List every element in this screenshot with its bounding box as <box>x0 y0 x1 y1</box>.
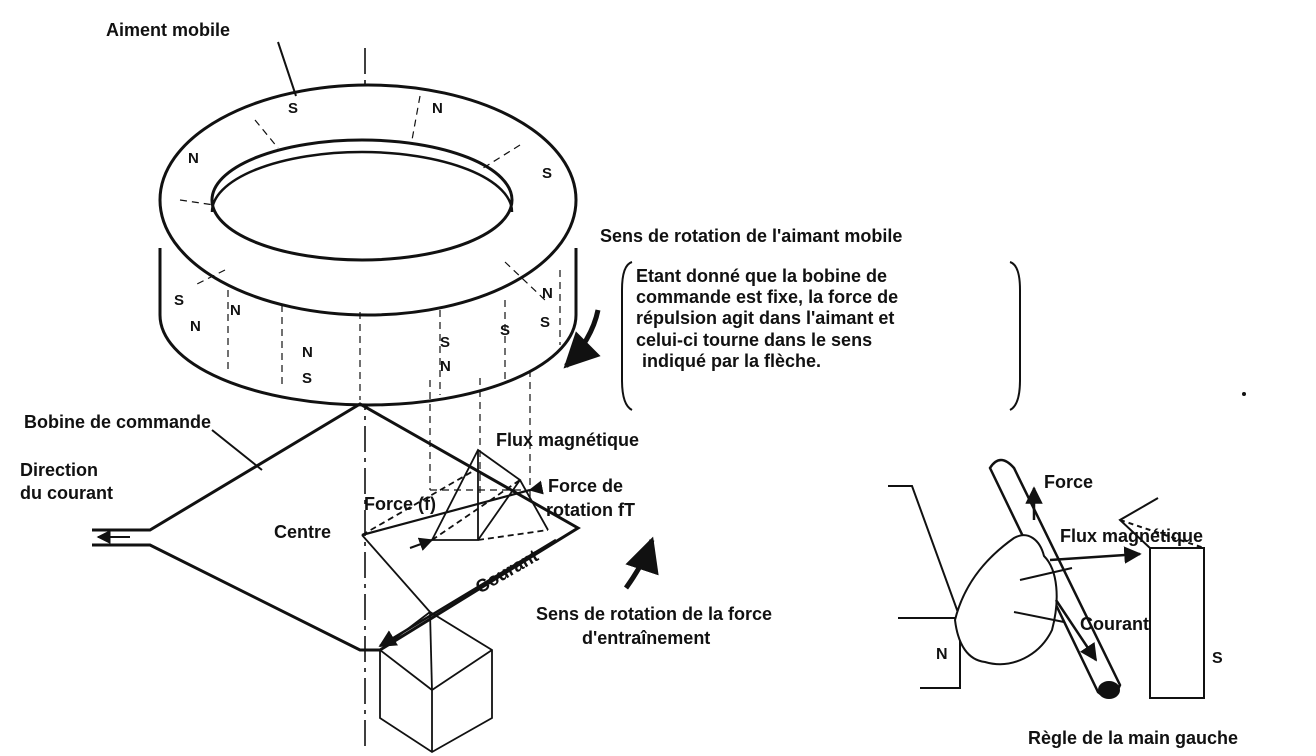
pole-side-8: N <box>440 358 451 375</box>
left-hand-rule <box>888 458 1205 699</box>
pole-top-2: N <box>432 100 443 117</box>
lhr-pole-n: N <box>936 646 948 663</box>
bracket-right <box>1009 261 1021 411</box>
aiment-leader <box>277 41 297 97</box>
label-force-rotation-line2: rotation fT <box>546 500 635 520</box>
pole-top-3: N <box>188 150 199 167</box>
stray-dot <box>1242 392 1246 396</box>
explanation-block: Etant donné que la bobine de commande es… <box>636 266 1006 372</box>
explanation-line-1: Etant donné que la bobine de <box>636 266 888 286</box>
label-sens-rotation-aimant: Sens de rotation de l'aimant mobile <box>600 226 903 246</box>
pole-side-7: S <box>440 334 451 351</box>
label-sens-rotation-force-line2: d'entraînement <box>582 628 711 648</box>
label-force-rotation-line1: Force de <box>548 476 624 496</box>
explanation-line-2: commande est fixe, la force de <box>636 287 899 308</box>
pole-side-9: N <box>230 302 241 319</box>
label-centre: Centre <box>274 522 332 542</box>
label-sens-rotation-force-line1: Sens de rotation de la force <box>536 604 773 624</box>
bracket-left <box>621 261 633 411</box>
control-coil <box>92 402 581 652</box>
lhr-caption: Règle de la main gauche <box>1028 728 1239 748</box>
lhr-label-flux: Flux magnétique <box>1060 526 1204 546</box>
pole-side-1: S <box>174 292 185 309</box>
label-force-f: Force (f) <box>364 494 436 514</box>
pole-side-4: S <box>540 314 551 331</box>
explanation-line-4: celui-ci tourne dans le sens <box>636 329 873 350</box>
force-construction <box>361 448 549 613</box>
label-direction-line1: Direction <box>20 460 99 480</box>
pole-side-2: N <box>190 318 201 335</box>
hand-outline <box>953 534 1058 666</box>
lhr-label-courant: Courant <box>1080 614 1149 634</box>
pole-top-4: S <box>542 165 553 182</box>
magnet-s-outline <box>1149 547 1205 699</box>
explanation-line-3: répulsion agit dans l'aimant et <box>636 308 895 329</box>
drive-rotation-arrow <box>623 536 659 590</box>
lhr-label-force: Force <box>1044 472 1094 492</box>
ring-inner-hole <box>210 138 514 262</box>
pole-side-5: N <box>302 344 313 361</box>
label-flux-magnetique: Flux magnétique <box>496 430 640 450</box>
magnet-n-outline <box>888 485 961 689</box>
pole-side-10: S <box>500 322 511 339</box>
ring-magnet <box>158 83 578 407</box>
label-bobine-de-commande: Bobine de commande <box>24 412 212 432</box>
pole-side-6: S <box>302 370 313 387</box>
label-direction-line2: du courant <box>20 483 113 503</box>
lhr-pole-s: S <box>1212 650 1223 667</box>
ring-inner-wall <box>210 150 514 213</box>
explanation-line-5: indiqué par la flèche. <box>642 350 822 371</box>
bobine-leader <box>211 429 263 471</box>
bottom-cube <box>379 610 493 754</box>
label-aiment-mobile: Aiment mobile <box>106 20 231 40</box>
pole-side-3: N <box>542 285 553 302</box>
magnet-rotation-arrow <box>563 309 601 369</box>
pole-top-1: S <box>288 100 299 117</box>
ring-pole-dividers <box>179 95 561 500</box>
